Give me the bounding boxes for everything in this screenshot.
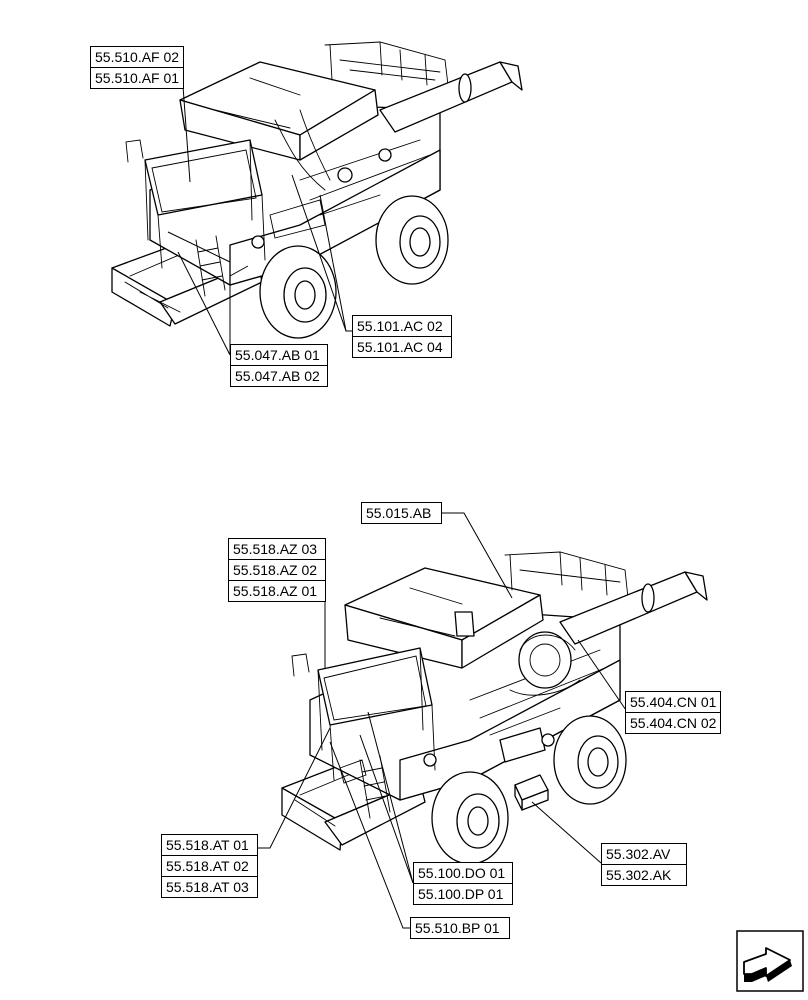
- ref-55-518-at-02[interactable]: 55.518.AT 02: [162, 856, 257, 877]
- ref-55-100-do-01[interactable]: 55.100.DO 01: [414, 863, 512, 884]
- ref-55-100-dp-01[interactable]: 55.100.DP 01: [418, 886, 504, 902]
- next-page-arrow-icon[interactable]: [736, 930, 804, 992]
- callout-group-015-ab: 55.015.AB: [361, 502, 442, 524]
- ref-55-518-at-01[interactable]: 55.518.AT 01: [162, 835, 257, 856]
- ref-55-404-cn-01[interactable]: 55.404.CN 01: [626, 692, 720, 713]
- callout-group-510-bp: 55.510.BP 01: [410, 917, 510, 939]
- ref-55-518-az-02[interactable]: 55.518.AZ 02: [229, 560, 325, 581]
- callout-group-518-az: 55.518.AZ 03 55.518.AZ 02 55.518.AZ 01: [228, 538, 326, 602]
- ref-55-302-ak[interactable]: 55.302.AK: [606, 867, 672, 883]
- ref-55-510-bp-01[interactable]: 55.510.BP 01: [415, 920, 500, 936]
- ref-55-101-ac-04[interactable]: 55.101.AC 04: [357, 339, 443, 355]
- ref-55-047-ab-01[interactable]: 55.047.AB 01: [231, 345, 327, 366]
- ref-55-302-av[interactable]: 55.302.AV: [602, 844, 686, 865]
- ref-55-510-af-02[interactable]: 55.510.AF 02: [91, 47, 183, 68]
- callout-group-047-ab: 55.047.AB 01 55.047.AB 02: [230, 344, 328, 387]
- callout-group-510-af: 55.510.AF 02 55.510.AF 01: [90, 46, 184, 89]
- ref-55-404-cn-02[interactable]: 55.404.CN 02: [630, 715, 717, 731]
- ref-55-510-af-01[interactable]: 55.510.AF 01: [95, 70, 180, 86]
- ref-55-518-az-03[interactable]: 55.518.AZ 03: [229, 539, 325, 560]
- ref-55-518-at-03[interactable]: 55.518.AT 03: [166, 879, 249, 895]
- ref-55-047-ab-02[interactable]: 55.047.AB 02: [235, 368, 320, 384]
- combine-harvester-top-illustration: [111, 41, 523, 339]
- callout-group-302-av: 55.302.AV 55.302.AK: [601, 843, 687, 886]
- ref-55-015-ab[interactable]: 55.015.AB: [366, 505, 432, 521]
- combine-harvester-bottom-illustration: [281, 551, 708, 865]
- leader-lines: [167, 85, 629, 929]
- ref-55-518-az-01[interactable]: 55.518.AZ 01: [233, 583, 318, 599]
- callout-group-101-ac: 55.101.AC 02 55.101.AC 04: [352, 315, 452, 358]
- callout-group-404-cn: 55.404.CN 01 55.404.CN 02: [625, 691, 721, 734]
- callout-group-518-at: 55.518.AT 01 55.518.AT 02 55.518.AT 03: [161, 834, 258, 898]
- callout-group-100-do: 55.100.DO 01 55.100.DP 01: [413, 862, 513, 905]
- ref-55-101-ac-02[interactable]: 55.101.AC 02: [353, 316, 451, 337]
